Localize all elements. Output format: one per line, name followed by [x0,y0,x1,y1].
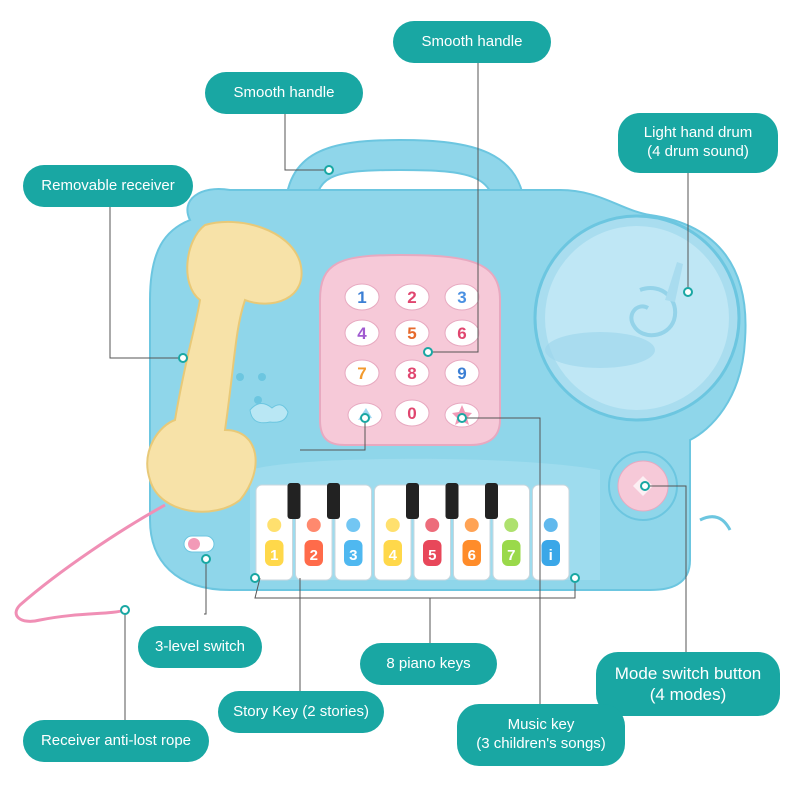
keypad-key-3[interactable]: 3 [444,283,480,311]
piano-key-label: 1 [270,547,278,564]
callout-text-line2: (4 modes) [649,685,727,704]
animal-icon [306,518,321,532]
keypad-key-label: 4 [357,324,367,343]
anti-lost-rope [14,503,166,623]
piano-black-key[interactable] [287,483,301,519]
callout-text: Story Key (2 stories) [233,702,369,720]
piano-key-3[interactable]: 3 [334,484,372,581]
callout-text: 8 piano keys [386,654,471,672]
keypad-key-label: 7 [357,364,366,383]
keypad-key-label: 0 [407,404,416,423]
keypad: 1 2 3 4 5 6 7 8 9 0 [319,253,501,446]
removable-receiver[interactable] [146,220,303,520]
keypad-key-6[interactable]: 6 [444,319,480,347]
callout-removable-receiver: Removable receiver [23,165,193,207]
piano-keys: 1 2 3 4 5 6 7 i [255,483,570,581]
piano-key-6[interactable]: 6 [453,484,491,581]
keypad-key-label: 8 [407,364,416,383]
keypad-key-label: 1 [357,288,366,307]
callout-smooth-handle-left: Smooth handle [205,72,363,114]
keypad-key-4[interactable]: 4 [344,319,380,347]
animal-icon [464,518,479,532]
callout-text-line1: Music key [507,716,575,734]
piano-key-7[interactable]: 7 [492,484,530,581]
callout-text: 3-level switch [154,637,246,655]
callout-anti-lost-rope: Receiver anti-lost rope [23,720,209,762]
callout-text: Smooth handle [421,32,523,50]
callout-story-key: Story Key (2 stories) [218,691,384,733]
piano-black-key[interactable] [406,483,419,519]
callout-text: Smooth handle [233,83,335,101]
piano-key-4[interactable]: 4 [374,484,412,581]
piano-key-label: 4 [389,547,398,564]
callout-text-line1: Mode switch button [614,663,762,683]
piano-black-key[interactable] [485,483,498,519]
keypad-key-9[interactable]: 9 [444,359,480,387]
callout-music-key: Music key (3 children's songs) [457,704,625,766]
callout-text: Removable receiver [41,176,175,194]
keypad-key-5[interactable]: 5 [394,319,430,347]
piano-key-label: i [549,547,553,564]
callout-text: Receiver anti-lost rope [40,731,192,749]
piano-black-key[interactable] [327,483,340,519]
piano-key-label: 7 [507,547,515,564]
callout-text-line2: (4 drum sound) [647,143,749,160]
keypad-key-label: 9 [457,364,466,383]
keypad-key-label: 3 [457,288,466,307]
piano-key-1[interactable]: 1 [255,484,293,581]
keypad-key-2[interactable]: 2 [394,283,430,311]
callout-text-line1: Light hand drum [643,124,753,142]
animal-icon [504,518,519,532]
callout-eight-piano-keys: 8 piano keys [360,643,497,685]
keypad-key-1[interactable]: 1 [344,283,380,311]
hand-drum[interactable] [533,214,741,422]
leader-dots [120,165,693,615]
piano-key-label: 6 [468,547,476,564]
snail-illustration [545,262,683,368]
keypad-key-label: 5 [407,324,416,343]
animal-icon [267,518,282,532]
animal-icon [346,518,361,532]
animal-icon [543,518,558,532]
callout-three-level-switch: 3-level switch [138,626,262,668]
piano-black-key[interactable] [445,483,459,519]
piano-key-label: 2 [310,547,318,564]
animal-icon [385,518,400,532]
callout-mode-switch-button: Mode switch button (4 modes) [596,652,780,716]
piano-key-5[interactable]: 5 [413,484,451,581]
three-level-switch[interactable] [183,535,215,553]
keypad-key-0[interactable]: 0 [394,399,430,427]
keypad-key-label: 6 [457,324,466,343]
callout-light-hand-drum: Light hand drum (4 drum sound) [618,113,778,173]
callout-smooth-handle-top: Smooth handle [393,21,551,63]
keypad-key-label: 2 [407,288,416,307]
piano-key-label: 3 [349,547,357,564]
keypad-key-8[interactable]: 8 [394,359,430,387]
piano-key-2[interactable]: 2 [295,484,333,581]
animal-icon [425,518,440,532]
leader-lines [109,56,689,722]
callout-text-line2: (3 children's songs) [476,735,606,752]
piano-key-8[interactable]: i [532,484,570,581]
keypad-key-7[interactable]: 7 [344,359,380,387]
piano-key-label: 5 [428,547,436,564]
